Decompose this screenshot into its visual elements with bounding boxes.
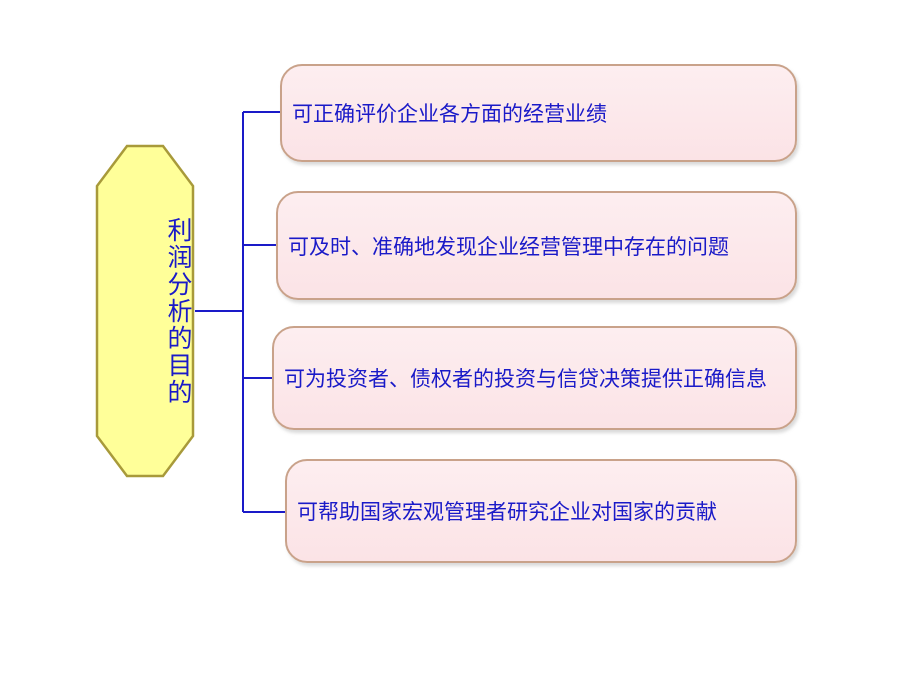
root-octagon-shape (95, 144, 195, 478)
branch-node-1: 可正确评价企业各方面的经营业绩 (280, 64, 797, 162)
branch-label-3: 可为投资者、债权者的投资与信贷决策提供正确信息 (284, 367, 767, 391)
root-node: 利润分析的目的 (95, 144, 195, 478)
branch-label-2: 可及时、准确地发现企业经营管理中存在的问题 (288, 234, 729, 259)
branch-node-2: 可及时、准确地发现企业经营管理中存在的问题 (276, 191, 797, 300)
root-label: 利润分析的目的 (164, 216, 193, 406)
branch-label-4: 可帮助国家宏观管理者研究企业对国家的贡献 (297, 500, 717, 524)
branch-node-3: 可为投资者、债权者的投资与信贷决策提供正确信息 (272, 326, 797, 430)
branch-label-1: 可正确评价企业各方面的经营业绩 (292, 102, 607, 126)
branch-node-4: 可帮助国家宏观管理者研究企业对国家的贡献 (285, 459, 797, 563)
